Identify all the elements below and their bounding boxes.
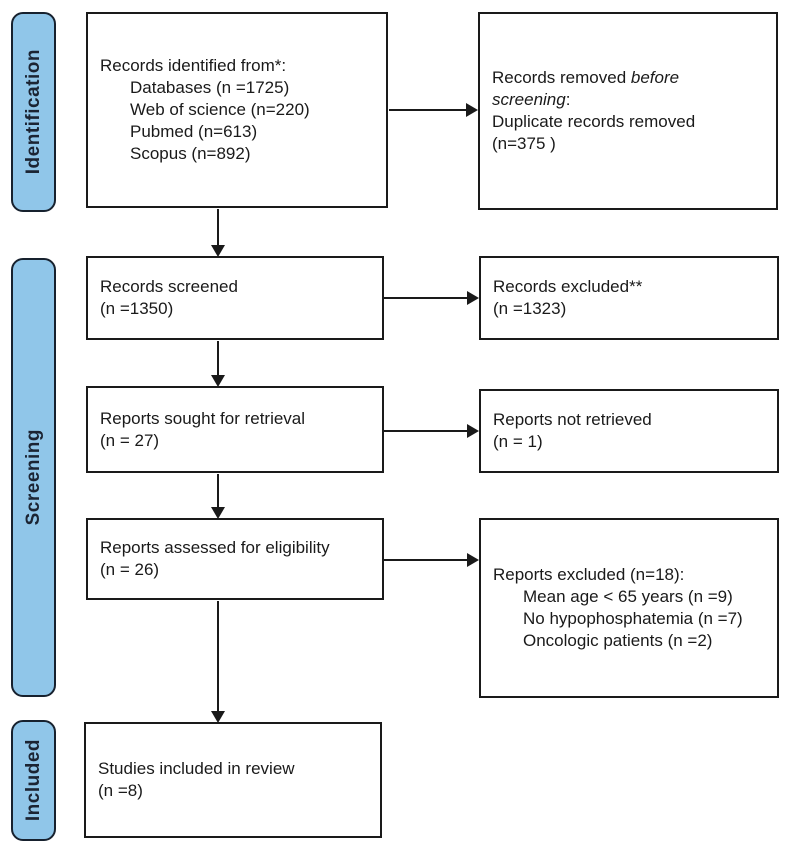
box-reports-sought-line2: (n = 27) (100, 430, 160, 450)
stage-bar-screening: Screening (11, 258, 56, 697)
box-records-removed: Records removed before screening: Duplic… (478, 12, 778, 210)
box-records-removed-line4: (n=375 ) (492, 134, 556, 153)
box-records-screened-line2: (n =1350) (100, 299, 174, 318)
box-records-removed-line3: Duplicate records removed (492, 112, 696, 131)
box-studies-included-line1: Studies included in review (98, 759, 295, 778)
box-records-excluded-line1: Records excluded** (493, 277, 643, 296)
box-reports-excluded-item: Mean age < 65 years (n =9) (523, 587, 733, 606)
arrow-screened-to-excluded (384, 291, 479, 305)
box-records-identified-item: Scopus (n=892) (130, 144, 251, 163)
box-reports-not-retrieved-line1: Reports not retrieved (493, 410, 652, 429)
box-reports-excluded: Reports excluded (n=18): Mean age < 65 y… (479, 518, 779, 698)
stage-label-identification: Identification (22, 49, 44, 175)
box-records-excluded: Records excluded** (n =1323) (479, 256, 779, 340)
box-records-excluded-line2: (n =1323) (493, 299, 567, 318)
arrow-sought-to-assessed (211, 474, 225, 519)
stage-label-included: Included (22, 739, 44, 822)
box-records-removed-line2: screening: (492, 90, 571, 109)
box-reports-sought-line1: Reports sought for retrieval (100, 408, 306, 428)
box-reports-excluded-item: No hypophosphatemia (n =7) (523, 609, 743, 628)
box-reports-not-retrieved-line2: (n = 1) (493, 432, 543, 451)
box-reports-not-retrieved: Reports not retrieved (n = 1) (479, 389, 779, 473)
box-studies-included: Studies included in review (n =8) (84, 722, 382, 838)
arrow-assessed-to-included (211, 601, 225, 723)
box-reports-sought: Reports sought for retrieval (n = 27) (86, 386, 384, 473)
box-reports-assessed-line2: (n = 26) (100, 560, 160, 579)
arrow-identified-to-screened (211, 209, 225, 257)
arrow-assessed-to-reports-excluded (384, 553, 479, 567)
arrow-screened-to-sought (211, 341, 225, 387)
box-records-identified: Records identified from*: Databases (n =… (86, 12, 388, 208)
box-reports-assessed-line1: Reports assessed for eligibility (100, 538, 330, 557)
arrow-sought-to-not-retrieved (384, 424, 479, 438)
box-reports-assessed: Reports assessed for eligibility (n = 26… (86, 518, 384, 600)
box-studies-included-line2: (n =8) (98, 781, 143, 800)
box-records-screened: Records screened (n =1350) (86, 256, 384, 340)
stage-bar-included: Included (11, 720, 56, 841)
box-records-identified-item: Web of science (n=220) (130, 100, 310, 119)
box-reports-excluded-item: Oncologic patients (n =2) (523, 631, 713, 650)
box-records-identified-item: Pubmed (n=613) (130, 122, 258, 141)
box-records-identified-item: Databases (n =1725) (130, 78, 290, 97)
box-records-screened-line1: Records screened (100, 277, 238, 296)
stage-label-screening: Screening (22, 429, 44, 526)
stage-bar-identification: Identification (11, 12, 56, 212)
box-reports-excluded-title: Reports excluded (n=18): (493, 565, 685, 584)
box-records-removed-line1: Records removed before (492, 68, 680, 87)
box-records-identified-title: Records identified from*: (100, 56, 287, 75)
arrow-identified-to-removed (389, 103, 478, 117)
